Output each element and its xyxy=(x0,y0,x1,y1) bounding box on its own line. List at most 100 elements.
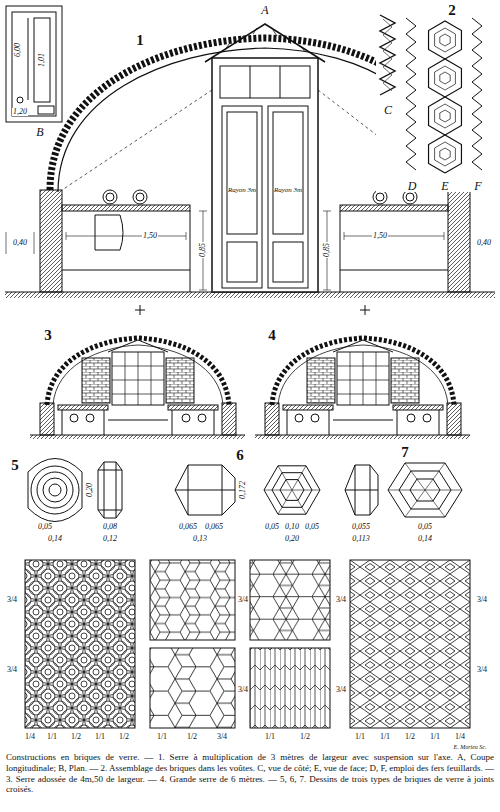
dimension: 1,20 xyxy=(12,108,28,116)
brick-assembly xyxy=(440,148,450,160)
greenhouse-section xyxy=(376,193,384,201)
dimension: 0,10 xyxy=(284,523,300,531)
brick-assembly xyxy=(440,72,450,84)
caption: Constructions en briques de verre. — 1. … xyxy=(6,752,494,795)
part-letter: F xyxy=(474,180,481,192)
figure-number: 4 xyxy=(268,328,276,343)
dimension: 0,40 xyxy=(476,239,492,247)
lean-to-greenhouse xyxy=(30,338,245,439)
brick-assembly xyxy=(472,18,482,170)
fraction-mark: 1/2 xyxy=(405,733,415,741)
greenhouse-section xyxy=(133,190,147,204)
greenhouse-section xyxy=(62,205,190,211)
dimension: 0,13 xyxy=(192,535,208,543)
brick-pattern xyxy=(350,560,470,728)
brick-assembly xyxy=(380,15,395,95)
hexagonal-brick xyxy=(264,466,320,514)
dimension: 0,05 xyxy=(304,523,320,531)
dimension: 0,20 xyxy=(284,535,300,543)
brick-assembly xyxy=(429,59,462,97)
dimension: 0,14 xyxy=(417,535,433,543)
part-letter: B xyxy=(36,126,43,138)
dimension: 0,85 xyxy=(199,242,207,258)
door-note: Rayon 3m xyxy=(228,187,256,194)
brick-pattern xyxy=(150,648,235,728)
brick-pattern xyxy=(25,560,135,728)
part-letter: A xyxy=(261,4,268,16)
brick-assembly xyxy=(380,15,482,173)
diamond-brick xyxy=(345,465,378,515)
dimension: 0,14 xyxy=(47,535,63,543)
round-brick xyxy=(31,466,79,514)
fraction-mark: 1/4 xyxy=(455,733,465,741)
hexagonal-brick xyxy=(264,466,320,514)
dimension: 0,113 xyxy=(351,535,370,543)
brick-assembly xyxy=(429,135,462,173)
part-letter: C xyxy=(384,104,392,116)
greenhouse-section xyxy=(205,24,325,62)
greenhouse-section xyxy=(403,190,417,204)
greenhouse-section xyxy=(212,58,318,292)
brick-assembly xyxy=(440,110,450,122)
figure-number: 2 xyxy=(448,3,456,18)
dimension: 1,50 xyxy=(372,232,388,240)
dimension: 0,85 xyxy=(323,242,331,258)
dimension: 1,50 xyxy=(142,232,158,240)
greenhouse-plan xyxy=(12,12,56,116)
dimension: 0,05 xyxy=(264,523,280,531)
brick-assembly xyxy=(440,34,450,46)
hexagonal-brick xyxy=(175,465,320,515)
greenhouse-plan xyxy=(38,106,54,114)
figure-number: 7 xyxy=(401,445,409,460)
dimension: 0,05 xyxy=(37,523,53,531)
brick-pattern xyxy=(25,560,470,728)
round-brick xyxy=(28,459,82,522)
brick-assembly xyxy=(435,28,456,52)
dimension: 1,01 xyxy=(38,52,46,68)
fraction-mark: 3/4 xyxy=(477,666,487,674)
brick-assembly xyxy=(435,142,456,166)
greenhouse-section xyxy=(5,292,495,298)
greenhouse-plan xyxy=(34,18,50,102)
greenhouse-plan xyxy=(28,18,29,100)
greenhouse-section xyxy=(373,190,387,204)
round-brick xyxy=(37,472,73,508)
fraction-mark: 1/2 xyxy=(187,733,197,741)
greenhouse-section xyxy=(106,193,114,201)
greenhouse-section xyxy=(268,106,308,288)
greenhouse-section xyxy=(6,232,34,254)
dimension: 0,12 xyxy=(102,535,118,543)
dimension: 0,065 xyxy=(204,523,224,531)
fraction-mark: 1/1 xyxy=(47,733,57,741)
dimension: 0,08 xyxy=(102,523,118,531)
greenhouse-section xyxy=(250,66,280,98)
greenhouse-section xyxy=(225,28,305,52)
dimension: 0,055 xyxy=(351,523,371,531)
greenhouse-section xyxy=(406,193,414,201)
fraction-mark: 1/1 xyxy=(157,733,167,741)
hexagonal-brick xyxy=(175,465,235,515)
greenhouse-section xyxy=(222,106,262,288)
brick-assembly xyxy=(429,97,462,135)
greenhouse-plan xyxy=(6,6,62,122)
greenhouse-section xyxy=(227,242,257,282)
greenhouse-section xyxy=(220,66,310,98)
large-greenhouse xyxy=(255,338,470,439)
brick-assembly xyxy=(383,19,392,91)
part-letter: E xyxy=(441,180,448,192)
diamond-brick xyxy=(388,463,462,517)
dimension: 0,172 xyxy=(239,480,247,500)
brick-assembly xyxy=(435,66,456,90)
brick-assembly xyxy=(435,104,456,128)
greenhouse-section xyxy=(95,215,123,250)
fraction-mark: 1/1 xyxy=(355,733,365,741)
fraction-mark: 1/4 xyxy=(25,733,35,741)
greenhouse-section xyxy=(103,190,117,204)
fraction-mark: 3/4 xyxy=(7,666,17,674)
brick-assembly xyxy=(376,4,494,192)
fraction-mark: 1/2 xyxy=(119,733,129,741)
engraver-signature: E. Morieu Sc. xyxy=(454,744,487,750)
fraction-mark: 3/4 xyxy=(238,596,248,604)
